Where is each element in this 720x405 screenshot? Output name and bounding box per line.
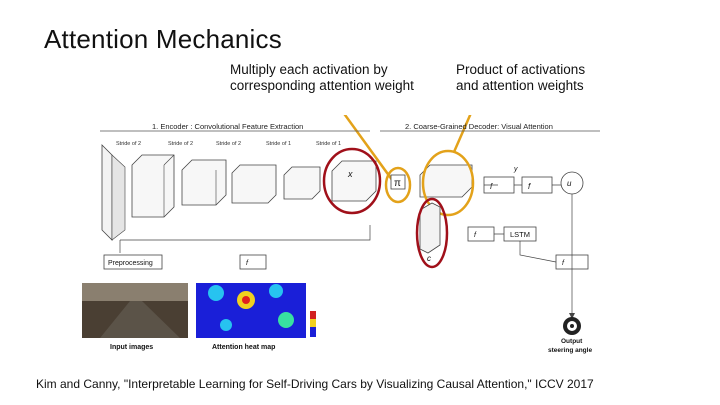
svg-text:f: f — [528, 182, 531, 191]
input-images-label: Input images — [110, 344, 153, 351]
arrow-head — [569, 313, 575, 319]
connector — [494, 233, 557, 263]
attention-weights — [419, 202, 441, 254]
svg-text:f: f — [474, 232, 477, 239]
architecture-figure: 1. Encoder : Convolutional Feature Extra… — [82, 115, 600, 354]
steering-angle-label: steering angle — [548, 347, 592, 354]
red-circle-weights — [415, 197, 449, 269]
f-map-box — [239, 254, 267, 270]
pointer-line-left — [343, 115, 400, 189]
pi-box — [390, 174, 406, 190]
citation: Kim and Canny, "Interpretable Learning f… — [36, 377, 594, 391]
svg-text:f: f — [246, 260, 249, 267]
orange-circle-product — [421, 149, 475, 217]
f-attn-box — [467, 226, 495, 242]
lstm-label: LSTM — [510, 230, 530, 239]
product-layer — [419, 164, 473, 198]
preprocessing-box — [103, 254, 163, 270]
input-layer — [101, 144, 113, 241]
connector — [484, 184, 573, 315]
x-t-label: x — [347, 169, 353, 179]
pointer-line-right — [452, 115, 472, 153]
svg-text:f: f — [490, 182, 493, 191]
feature-cube — [331, 160, 377, 202]
red-circle-activation — [322, 147, 382, 215]
output-label: Output — [561, 338, 583, 345]
slide-title: Attention Mechanics — [44, 24, 282, 54]
c-t-label: c — [427, 254, 431, 263]
input-layer-inner — [111, 154, 126, 241]
connector — [119, 225, 371, 253]
encoder-label: 1. Encoder : Convolutional Feature Extra… — [152, 122, 303, 131]
stride-label: Stride of 2 — [168, 141, 193, 147]
conv-block-1 — [131, 154, 175, 218]
stride-label: Stride of 2 — [116, 141, 141, 147]
orange-circle-pi — [384, 166, 412, 204]
callout-left: Multiply each activation by correspondin… — [230, 62, 414, 93]
svg-text:f: f — [562, 260, 565, 267]
conv-block-4 — [283, 166, 321, 200]
pi-symbol: π — [394, 178, 401, 189]
conv-block-2 — [181, 159, 227, 206]
heat-map-label: Attention heat map — [212, 344, 275, 351]
f-fcn-box — [521, 176, 553, 194]
conv-block-3 — [231, 164, 277, 204]
decoder-label: 2. Coarse-Grained Decoder: Visual Attent… — [405, 122, 553, 131]
stride-label: Stride of 1 — [316, 141, 341, 147]
y-t-label: y — [513, 166, 518, 173]
u-t-node — [560, 171, 584, 195]
callout-right: Product of activations and attention wei… — [456, 62, 586, 93]
preprocessing-label: Preprocessing — [108, 260, 153, 267]
stride-label: Stride of 1 — [266, 141, 291, 147]
svg-text:u: u — [567, 179, 572, 188]
stride-label: Stride of 2 — [216, 141, 241, 147]
